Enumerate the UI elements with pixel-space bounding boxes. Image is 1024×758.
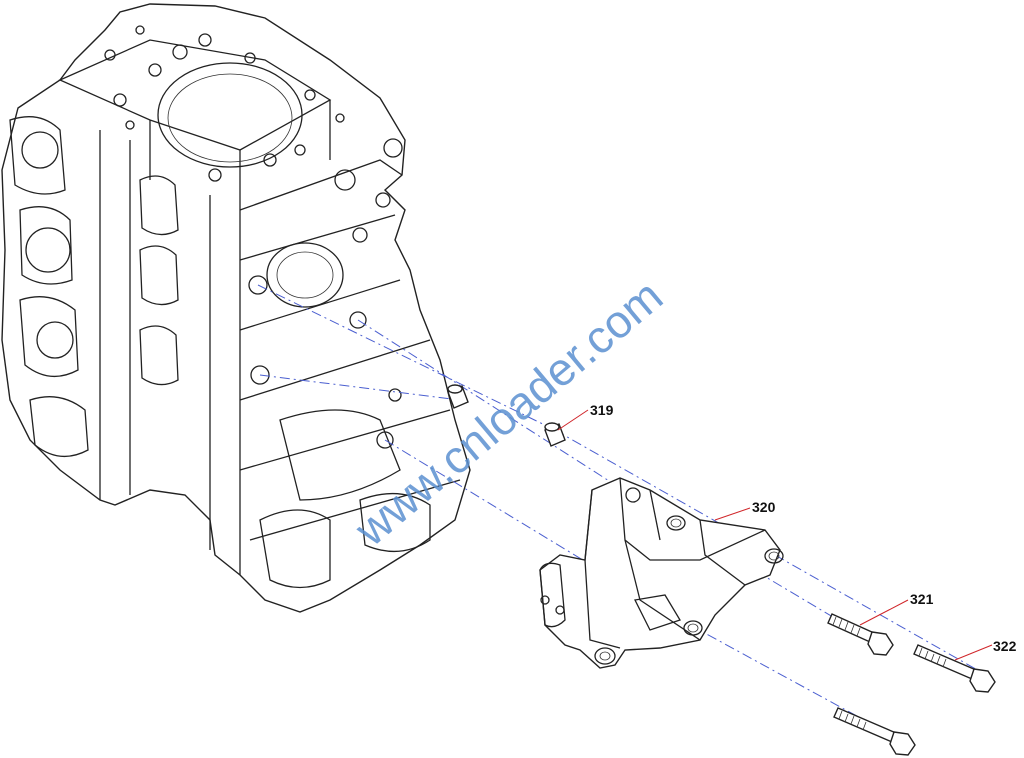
bolt-322 <box>913 644 996 693</box>
callout-322-label: 322 <box>993 638 1017 654</box>
leader-322 <box>954 644 993 661</box>
callout-320-label: 320 <box>752 499 776 515</box>
leader-319 <box>557 409 589 431</box>
leader-321 <box>859 599 909 626</box>
callout-319-label: 319 <box>590 402 614 418</box>
dowel-sleeve-319 <box>544 422 566 447</box>
bolt-321 <box>827 613 894 656</box>
callout-321-label: 321 <box>910 591 934 607</box>
bolt-lower <box>833 707 916 756</box>
engine-block <box>1 3 471 613</box>
callout-leaders <box>557 409 993 661</box>
dowel-sleeve-left <box>447 384 469 409</box>
leader-320 <box>714 507 751 521</box>
mounting-bracket-320 <box>539 477 784 669</box>
